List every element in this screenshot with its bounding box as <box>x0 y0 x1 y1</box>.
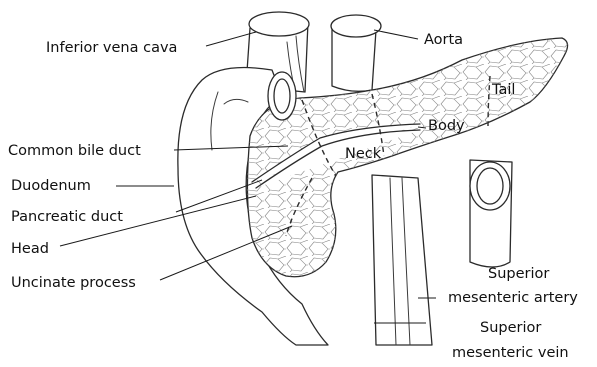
label-sma-line1: Superior <box>488 266 549 282</box>
label-neck: Neck <box>345 146 382 162</box>
label-smv-line1: Superior <box>480 320 541 336</box>
label-duodenum: Duodenum <box>11 178 91 194</box>
leader-aorta <box>374 30 418 39</box>
label-uncinate-process: Uncinate process <box>11 275 136 291</box>
label-head: Head <box>11 241 49 257</box>
label-smv-line2: mesenteric vein <box>452 345 569 361</box>
label-body: Body <box>428 118 465 134</box>
splenic-vessel <box>470 160 512 267</box>
label-aorta: Aorta <box>424 32 463 48</box>
label-tail: Tail <box>491 82 515 98</box>
aorta-vessel <box>331 15 381 91</box>
label-pancreatic-duct: Pancreatic duct <box>11 209 123 225</box>
label-common-bile-duct: Common bile duct <box>8 143 141 159</box>
superior-mesenteric-vessels <box>372 175 432 345</box>
common-bile-duct-opening <box>268 72 296 120</box>
label-sma-line2: mesenteric artery <box>448 290 578 306</box>
label-inferior-vena-cava: Inferior vena cava <box>46 40 177 56</box>
